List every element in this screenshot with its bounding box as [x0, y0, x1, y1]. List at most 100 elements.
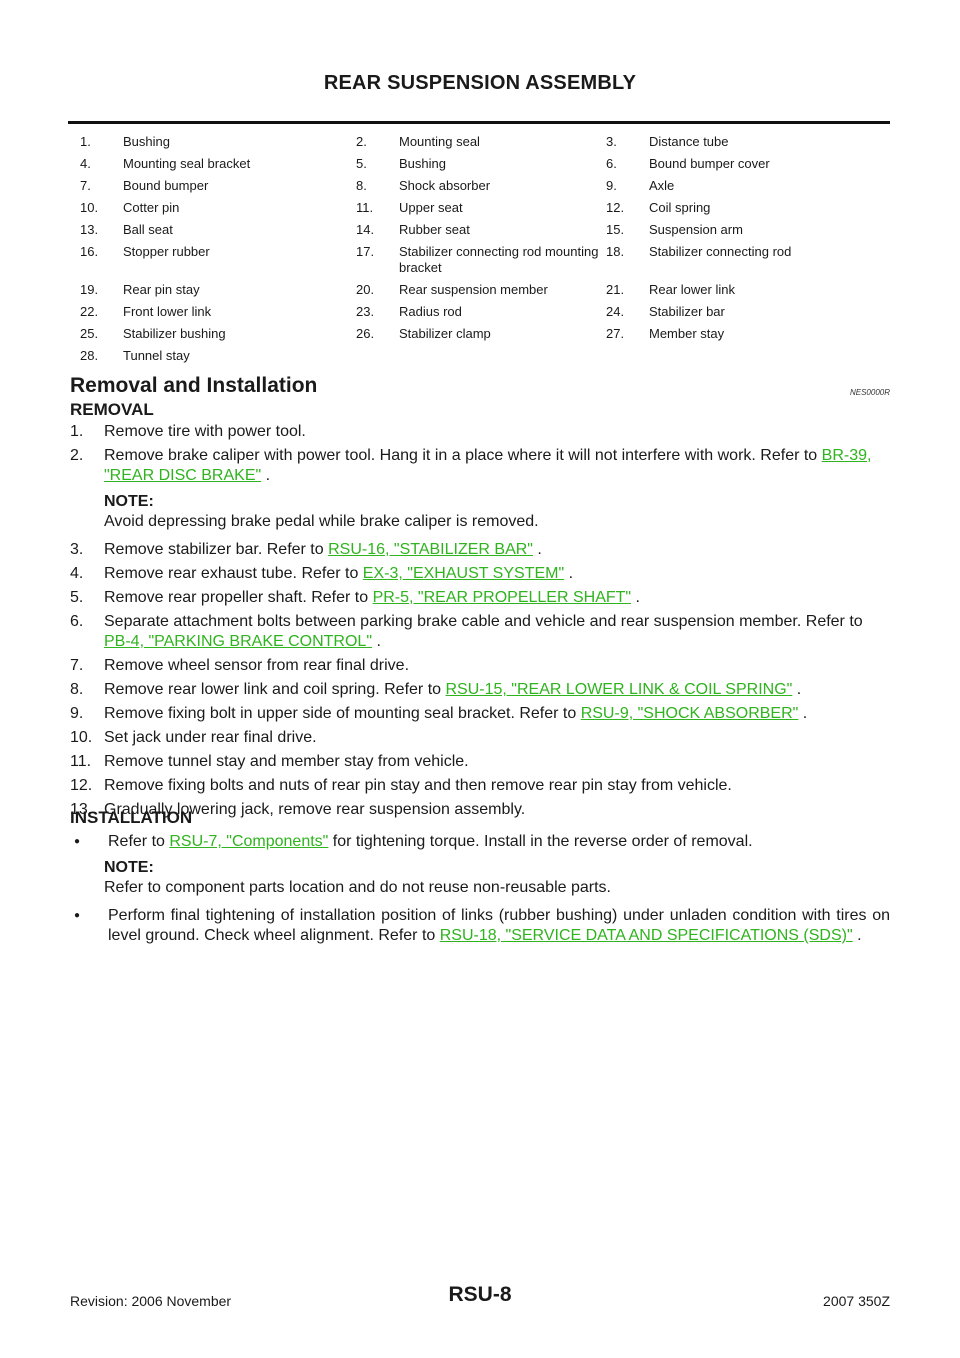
bullet-2: ● Perform final tightening of installati…	[70, 906, 890, 946]
legend-label: Mounting seal bracket	[123, 156, 251, 171]
ref-link-ex-3[interactable]: EX-3, "EXHAUST SYSTEM"	[362, 565, 565, 582]
legend-number: 24.	[606, 304, 625, 319]
step-text: Remove fixing bolts and nuts of rear pin…	[104, 777, 732, 794]
legend-label: Stabilizer bushing	[123, 326, 226, 341]
step-number: 8.	[70, 681, 84, 698]
legend-number: 7.	[80, 178, 91, 193]
ref-link-rsu-18[interactable]: RSU-18, "SERVICE DATA AND SPECIFICATIONS…	[439, 927, 853, 944]
section-code: NES0000R	[849, 388, 890, 397]
legend-item: 8.Shock absorber	[356, 178, 606, 194]
step-number: 3.	[70, 541, 84, 558]
legend-label: Rear lower link	[649, 282, 735, 297]
legend-label: Stabilizer clamp	[399, 326, 491, 341]
step-text: Separate attachment bolts between parkin…	[104, 613, 863, 630]
legend-number: 21.	[606, 282, 625, 297]
step-number: 6.	[70, 613, 84, 630]
bullet-text-after: .	[852, 927, 862, 944]
legend-number: 26.	[356, 326, 375, 341]
step-8: 8. Remove rear lower link and coil sprin…	[70, 680, 890, 700]
legend-number: 15.	[606, 222, 625, 237]
legend-label: Radius rod	[399, 304, 462, 319]
legend-label: Stabilizer connecting rod	[649, 244, 792, 259]
legend-item: 16.Stopper rubber	[80, 244, 356, 260]
step-text-after: .	[372, 633, 381, 650]
step-text: Gradually lowering jack, remove rear sus…	[104, 801, 526, 818]
step-10: 10. Set jack under rear final drive.	[70, 728, 890, 748]
legend-label: Bushing	[399, 156, 446, 171]
ref-link-pb-4[interactable]: PB-4, "PARKING BRAKE CONTROL"	[104, 633, 373, 650]
legend-label: Distance tube	[649, 134, 729, 149]
installation-bullets: ● Refer to RSU-7, "Components" for tight…	[70, 832, 890, 950]
step-text-after: .	[631, 589, 640, 606]
legend-number: 10.	[80, 200, 99, 215]
step-text: Remove brake caliper with power tool. Ha…	[104, 447, 822, 464]
legend-item: 17.Stabilizer connecting rod mounting br…	[356, 244, 606, 276]
step-number: 1.	[70, 423, 84, 440]
legend-item: 20.Rear suspension member	[356, 282, 606, 298]
legend-item: 15. Suspension arm	[606, 222, 876, 238]
section-title: Removal and Installation	[70, 374, 318, 397]
bullet-text: Refer to	[108, 833, 170, 850]
legend-item: 9.Axle	[606, 178, 876, 194]
legend-number: 14.	[356, 222, 375, 237]
legend-number: 27.	[606, 326, 625, 341]
ref-link-rsu-16[interactable]: RSU-16, "STABILIZER BAR"	[328, 541, 533, 558]
legend-item: 26. Stabilizer clamp	[356, 326, 606, 342]
note-text: Avoid depressing brake pedal while brake…	[104, 513, 539, 530]
note-label: NOTE:	[104, 493, 154, 510]
legend-item: 23. Radius rod	[356, 304, 606, 320]
legend-number: 17.	[356, 244, 375, 259]
ref-link-br-39[interactable]: BR-39, "REAR DISC BRAKE"	[104, 447, 872, 484]
step-text: Remove tire with power tool.	[104, 423, 306, 440]
legend-row: 22. Front lower link 23. Radius rod 24. Stabi…	[80, 304, 890, 326]
legend-number: 20.	[356, 282, 375, 297]
step-5: 5. Remove rear propeller shaft. Refer to…	[70, 588, 890, 608]
legend-item: 21. Rear lower link	[606, 282, 876, 298]
legend-number: 3.	[606, 134, 617, 149]
legend-number: 28.	[80, 348, 99, 363]
legend-number: 5.	[356, 156, 367, 171]
legend-item: 27.Member stay	[606, 326, 876, 342]
legend-number: 1.	[80, 134, 91, 149]
removal-steps: 1. Remove tire with power tool. 2. Remov…	[70, 422, 890, 824]
header-rule	[68, 121, 890, 124]
step-number: 11.	[70, 753, 92, 770]
legend-number: 22.	[80, 304, 99, 319]
legend-label: Upper seat	[399, 200, 463, 215]
legend-number: 18.	[606, 244, 625, 259]
legend-item: 13.Ball seat	[80, 222, 356, 238]
legend-row: 28.Tunnel stay	[80, 348, 890, 370]
legend-number: 4.	[80, 156, 91, 171]
legend-number: 23.	[356, 304, 375, 319]
note-1: NOTE: Avoid depressing brake pedal while…	[104, 492, 890, 532]
legend-label: Rear pin stay	[123, 282, 200, 297]
step-4: 4. Remove rear exhaust tube. Refer to EX…	[70, 564, 890, 584]
legend-number: 2.	[356, 134, 367, 149]
ref-link-pr-5[interactable]: PR-5, "REAR PROPELLER SHAFT"	[372, 589, 632, 606]
step-text-after: .	[532, 541, 542, 558]
ref-link-rsu-9[interactable]: RSU-9, "SHOCK ABSORBER"	[580, 705, 799, 722]
legend-item: 24. Stabilizer bar	[606, 304, 876, 320]
step-7: 7. Remove wheel sensor from rear final d…	[70, 656, 890, 676]
legend-label: Front lower link	[123, 304, 212, 319]
footer-revision: Revision: 2006 November	[70, 1293, 232, 1309]
step-1: 1. Remove tire with power tool.	[70, 422, 890, 442]
step-number: 4.	[70, 565, 84, 582]
legend-number: 11.	[356, 200, 374, 215]
legend-label: Suspension arm	[649, 222, 743, 237]
legend-number: 12.	[606, 200, 625, 215]
step-number: 5.	[70, 589, 84, 606]
legend-label: Rubber seat	[399, 222, 470, 237]
legend-item: 25. Stabilizer bushing	[80, 326, 356, 342]
ref-link-rsu-15[interactable]: RSU-15, "REAR LOWER LINK & COIL SPRING"	[445, 681, 793, 698]
step-text: Remove stabilizer bar. Refer to	[104, 541, 329, 558]
ref-link-rsu-7[interactable]: RSU-7, "Components"	[169, 833, 329, 850]
step-text: Remove rear propeller shaft. Refer to	[104, 589, 373, 606]
legend-number: 25.	[80, 326, 99, 341]
legend-label: Stabilizer bar	[649, 304, 725, 319]
legend-item: 18. Stabilizer connecting rod	[606, 244, 876, 260]
